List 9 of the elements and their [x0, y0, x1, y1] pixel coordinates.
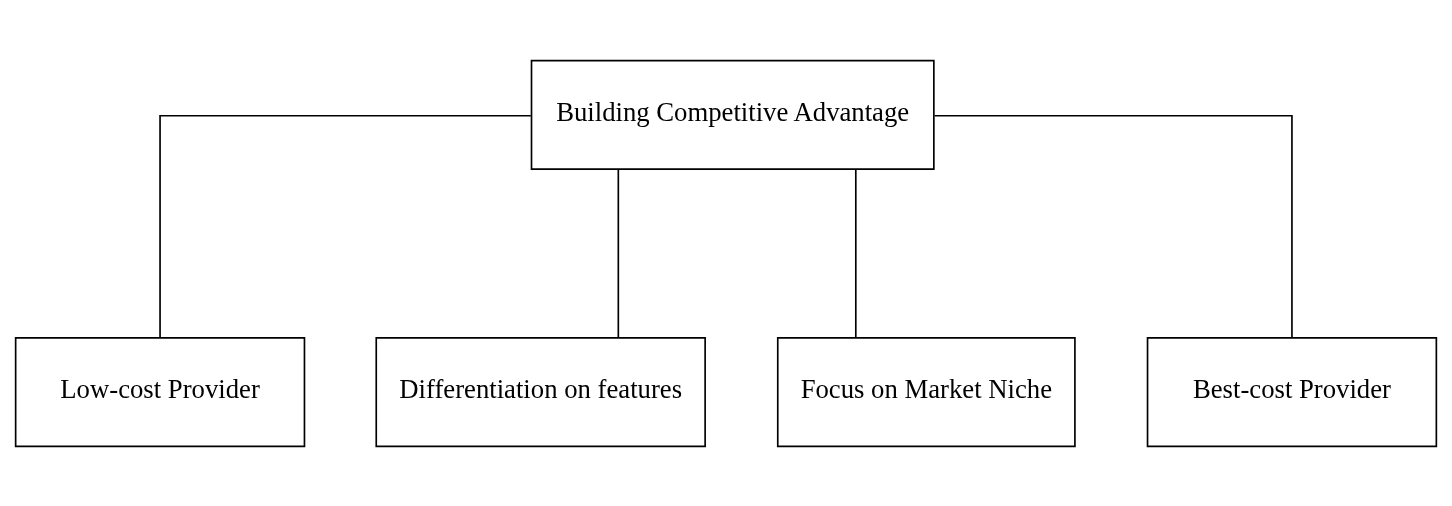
node-box: Low-cost Provider [14, 336, 306, 447]
node-box: Building Competitive Advantage [530, 59, 935, 170]
connector [933, 114, 1293, 338]
connector [617, 168, 620, 338]
node-box: Best-cost Provider [1146, 336, 1438, 447]
node-box: Focus on Market Niche [776, 336, 1076, 447]
connector [159, 114, 532, 338]
connector [854, 168, 857, 338]
node-box: Differentiation on features [375, 336, 706, 447]
